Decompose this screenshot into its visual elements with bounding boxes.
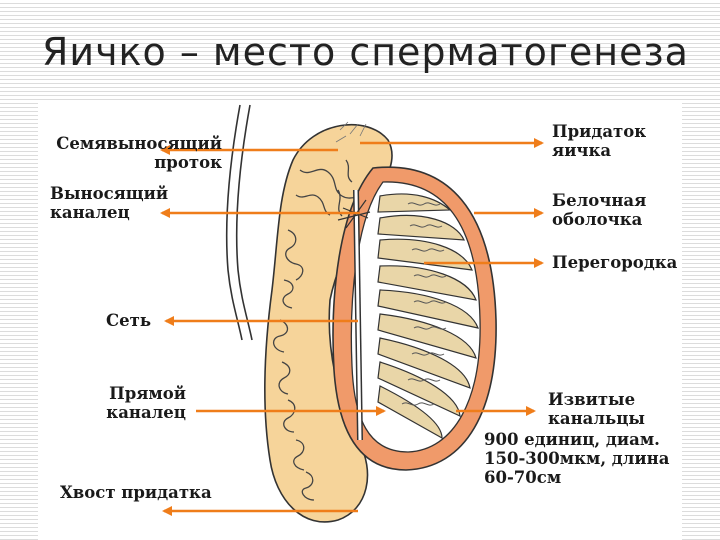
label-straight-tubule: Прямой каналец xyxy=(40,384,186,422)
diagram-panel: Семявыносящий проток Выносящий каналец С… xyxy=(38,100,682,540)
label-epididymis-tail: Хвост придатка xyxy=(60,483,212,502)
label-convoluted-tubules: Извитые канальцы xyxy=(548,390,645,428)
label-efferent-ductule: Выносящий каналец xyxy=(50,184,168,222)
vas-deferens-shape xyxy=(227,105,252,340)
label-tubules-note: 900 единиц, диам. 150-300мкм, длина 60-7… xyxy=(484,430,669,487)
label-rete: Сеть xyxy=(106,311,151,330)
slide-title: Яичко – место сперматогенеза xyxy=(42,30,689,74)
label-epididymis: Придаток яичка xyxy=(552,122,646,160)
label-vas-deferens: Семявыносящий проток xyxy=(40,134,222,172)
label-septum: Перегородка xyxy=(552,253,677,272)
label-tunica-albuginea: Белочная оболочка xyxy=(552,191,646,229)
